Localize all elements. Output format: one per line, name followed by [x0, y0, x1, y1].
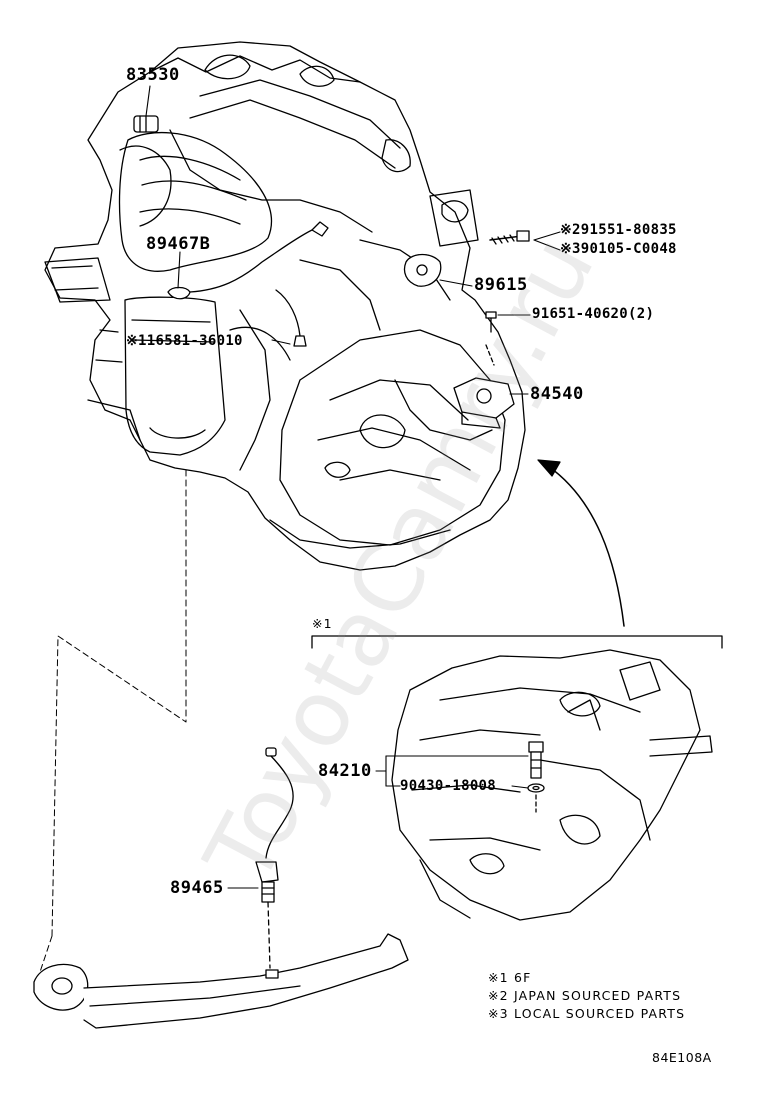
- dashed-connectors: [39, 469, 187, 973]
- part-label-90105-c0048[interactable]: ※390105-C0048: [560, 241, 677, 257]
- exhaust-pipe-illustration: [33, 933, 409, 1029]
- part-label-91551-80835[interactable]: ※291551-80835: [560, 222, 677, 238]
- part-label-90430-18008[interactable]: 90430-18008: [400, 778, 497, 794]
- legend-note-1: ※1 6F: [488, 970, 532, 985]
- part-label-89467b[interactable]: 89467B: [146, 234, 211, 254]
- bolt-91551-illustration: [489, 230, 530, 245]
- sensor-83530-illustration: [133, 115, 159, 133]
- reference-arrow: [537, 459, 625, 627]
- switch-84540-illustration: [453, 377, 515, 429]
- legend-note-2: ※2 JAPAN SOURCED PARTS: [488, 988, 682, 1003]
- inset-note-mark: ※1: [312, 616, 333, 631]
- sensor-89615-illustration: [403, 253, 442, 287]
- part-label-84210[interactable]: 84210: [318, 761, 372, 781]
- leader-lines: [145, 85, 561, 889]
- part-label-89465[interactable]: 89465: [170, 878, 224, 898]
- sensor-89465-illustration: [255, 747, 294, 969]
- legend-note-3: ※3 LOCAL SOURCED PARTS: [488, 1006, 686, 1021]
- part-label-116581-36010[interactable]: ※116581-36010: [126, 333, 243, 349]
- part-label-83530[interactable]: 83530: [126, 65, 180, 85]
- part-label-84540[interactable]: 84540: [530, 384, 584, 404]
- harness-116581-illustration: [275, 289, 307, 347]
- sensor-89467b-illustration: [167, 221, 329, 300]
- screw-91651-illustration: [485, 311, 497, 366]
- switch-84210-illustration: [528, 741, 544, 779]
- diagram-code: 84E108A: [652, 1050, 712, 1065]
- inset-6f-transaxle: [311, 635, 723, 921]
- part-label-91651-40620[interactable]: 91651-40620(2): [532, 306, 655, 322]
- part-label-89615[interactable]: 89615: [474, 275, 528, 295]
- gasket-90430-illustration: [527, 783, 545, 813]
- engine-assembly-illustration: [44, 41, 526, 571]
